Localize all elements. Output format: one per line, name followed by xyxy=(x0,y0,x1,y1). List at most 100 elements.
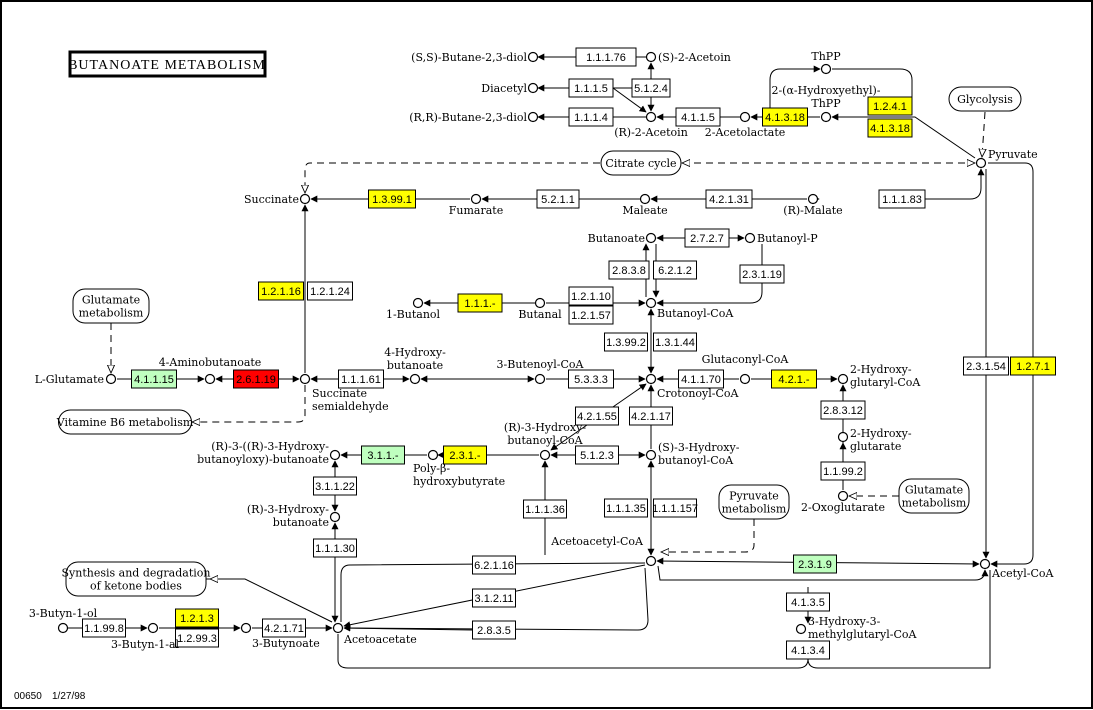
compound-pyruvate[interactable]: Pyruvate xyxy=(975,148,1038,169)
compound-node[interactable] xyxy=(534,297,546,309)
compound-fumarate[interactable]: Fumarate xyxy=(449,193,503,218)
compound-node[interactable] xyxy=(329,511,341,523)
compound-node[interactable] xyxy=(820,63,832,75)
compound-s-acetoin[interactable]: (S)-2-Acetoin xyxy=(645,51,731,64)
compound-node[interactable] xyxy=(795,623,807,635)
map-box[interactable] xyxy=(58,409,192,435)
enzyme-box[interactable] xyxy=(575,47,637,67)
compound-node[interactable] xyxy=(470,193,482,205)
enzyme-box[interactable] xyxy=(536,189,580,209)
compound-node[interactable] xyxy=(645,449,657,461)
compound-acetolactate[interactable]: 2-Acetolactate xyxy=(705,111,786,140)
enzyme-1-2-7-1[interactable]: 1.2.7.1 xyxy=(1010,356,1056,376)
enzyme-box[interactable] xyxy=(568,107,614,127)
compound-node[interactable] xyxy=(147,622,159,634)
enzyme-1-3-1-44[interactable]: 1.3.1.44 xyxy=(653,332,697,352)
compound-butynal[interactable]: 3-Butyn-1-al xyxy=(111,622,180,652)
compound-butanal[interactable]: Butanal xyxy=(518,297,562,322)
map-box[interactable] xyxy=(718,484,790,520)
enzyme-box[interactable] xyxy=(867,118,913,138)
enzyme-box[interactable] xyxy=(653,498,697,518)
enzyme-box[interactable] xyxy=(523,499,567,519)
compound-r-malate[interactable]: (R)-Malate xyxy=(783,193,843,218)
enzyme-box[interactable] xyxy=(678,369,724,389)
enzyme-5-1-2-4[interactable]: 5.1.2.4 xyxy=(631,78,671,98)
enzyme-4-2-1-31[interactable]: 4.2.1.31 xyxy=(705,189,753,209)
compound-node[interactable] xyxy=(534,373,546,385)
enzyme-box[interactable] xyxy=(575,406,619,426)
enzyme-box[interactable] xyxy=(307,281,353,301)
enzyme-box[interactable] xyxy=(338,369,384,389)
compound-phb[interactable]: Poly-β-hydroxybutyrate xyxy=(413,449,505,489)
enzyme-4-1-3-18[interactable]: 4.1.3.18 xyxy=(762,107,808,127)
enzyme-3-1-2-11[interactable]: 3.1.2.11 xyxy=(472,588,516,608)
enzyme-box[interactable] xyxy=(175,608,219,628)
map-link-vitamine-b6[interactable]: Vitamine B6 metabolism xyxy=(56,409,194,435)
enzyme-box[interactable] xyxy=(472,588,516,608)
enzyme-4-2-1--[interactable]: 4.2.1.- xyxy=(771,369,817,389)
enzyme-2-8-3-5[interactable]: 2.8.3.5 xyxy=(472,620,516,640)
compound-crotonoyl-coa[interactable]: Crotonoyl-CoA xyxy=(645,373,740,401)
enzyme-4-1-3-5[interactable]: 4.1.3.5 xyxy=(786,592,830,612)
enzyme-box[interactable] xyxy=(313,538,357,558)
compound-node[interactable] xyxy=(427,449,439,461)
enzyme-1-1-1-30[interactable]: 1.1.1.30 xyxy=(313,538,357,558)
enzyme-box[interactable] xyxy=(878,189,926,209)
compound-node[interactable] xyxy=(409,373,421,385)
compound-hmg-coa[interactable]: 3-Hydroxy-3-methylglutaryl-CoA xyxy=(795,615,918,641)
map-link-glycolysis[interactable]: Glycolysis xyxy=(948,86,1022,112)
enzyme-1-1-1--[interactable]: 1.1.1.- xyxy=(457,293,503,313)
enzyme-1-2-1-3[interactable]: 1.2.1.3 xyxy=(175,608,219,628)
enzyme-box[interactable] xyxy=(472,555,516,575)
enzyme-1-1-99-8[interactable]: 1.1.99.8 xyxy=(82,618,126,638)
enzyme-box[interactable] xyxy=(867,96,913,116)
compound-diacetyl[interactable]: Diacetyl xyxy=(481,82,539,95)
enzyme-6-2-1-2[interactable]: 6.2.1.2 xyxy=(653,260,697,280)
enzyme-box[interactable] xyxy=(361,445,405,465)
compound-r3hb-coa[interactable]: (R)-3-Hydroxy-butanoyl-CoA xyxy=(504,421,586,461)
compound-node[interactable] xyxy=(639,193,651,205)
enzyme-1-2-99-3[interactable]: 1.2.99.3 xyxy=(175,628,219,648)
enzyme-2-8-3-12[interactable]: 2.8.3.12 xyxy=(820,400,866,420)
enzyme-box[interactable] xyxy=(568,369,614,389)
enzyme-1-2-1-24[interactable]: 1.2.1.24 xyxy=(307,281,353,301)
enzyme-2-7-2-7[interactable]: 2.7.2.7 xyxy=(684,228,730,248)
map-box[interactable] xyxy=(948,86,1022,112)
compound-hydroxyglutaryl-coa[interactable]: 2-Hydroxy-glutaryl-CoA xyxy=(837,363,922,389)
enzyme-box[interactable] xyxy=(608,260,650,280)
enzyme-4-1-1-5[interactable]: 4.1.1.5 xyxy=(675,107,721,127)
enzyme-2-8-3-8[interactable]: 2.8.3.8 xyxy=(608,260,650,280)
enzyme-2-3-1--[interactable]: 2.3.1.- xyxy=(443,445,487,465)
enzyme-5-1-2-3[interactable]: 5.1.2.3 xyxy=(575,445,619,465)
compound-node[interactable] xyxy=(332,622,344,634)
enzyme-box[interactable] xyxy=(82,618,126,638)
compound-hydroxyethyl-thpp[interactable]: 2-(α-Hydroxyethyl)-ThPP xyxy=(771,84,881,123)
enzyme-box[interactable] xyxy=(963,356,1009,376)
compound-node[interactable] xyxy=(744,232,756,244)
enzyme-box[interactable] xyxy=(313,476,357,496)
map-box[interactable] xyxy=(65,561,207,597)
enzyme-box[interactable] xyxy=(762,107,808,127)
enzyme-box[interactable] xyxy=(653,260,697,280)
enzyme-box[interactable] xyxy=(739,264,785,284)
compound-node[interactable] xyxy=(739,373,751,385)
enzyme-1-2-4-1[interactable]: 1.2.4.1 xyxy=(867,96,913,116)
compound-butanol[interactable]: 1-Butanol xyxy=(386,297,441,322)
enzyme-1-2-1-16[interactable]: 1.2.1.16 xyxy=(258,281,304,301)
compound-node[interactable] xyxy=(527,111,539,123)
enzyme-box[interactable] xyxy=(568,78,614,98)
enzyme-box[interactable] xyxy=(793,554,837,574)
enzyme-4-2-1-17[interactable]: 4.2.1.17 xyxy=(629,406,673,426)
enzyme-box[interactable] xyxy=(131,369,177,389)
enzyme-box[interactable] xyxy=(575,445,619,465)
enzyme-2-3-1-54[interactable]: 2.3.1.54 xyxy=(963,356,1009,376)
compound-node[interactable] xyxy=(240,622,252,634)
compound-node[interactable] xyxy=(645,555,657,567)
compound-acetyl-coa[interactable]: Acetyl-CoA xyxy=(979,558,1055,581)
compound-node[interactable] xyxy=(645,51,657,63)
enzyme-box[interactable] xyxy=(653,332,697,352)
enzyme-4-1-3-18[interactable]: 4.1.3.18 xyxy=(867,118,913,138)
